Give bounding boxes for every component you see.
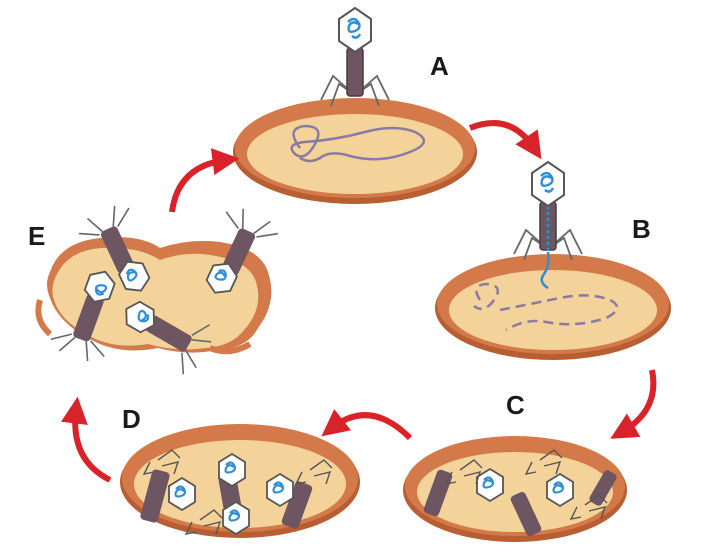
stage-label-c: C xyxy=(506,390,525,420)
bacteriophage-injecting xyxy=(513,160,583,290)
arrow-d-to-e xyxy=(60,396,112,483)
arrow-a-to-b xyxy=(468,120,542,160)
stage-c: C xyxy=(403,390,627,542)
bacterium-cell-b xyxy=(435,254,671,360)
assembled-phages xyxy=(140,449,333,536)
arrow-b-to-c xyxy=(610,369,657,439)
arrow-c-to-d xyxy=(321,409,413,441)
released-phages xyxy=(50,205,278,375)
phage-components xyxy=(423,449,617,537)
stage-d: D xyxy=(120,404,360,538)
fragmented-dna xyxy=(473,282,619,332)
stage-label-b: B xyxy=(632,214,651,244)
stage-e: E xyxy=(28,205,278,375)
stage-label-a: A xyxy=(430,51,449,81)
stage-a: A xyxy=(233,6,477,204)
cycle-arrows xyxy=(60,120,657,483)
stage-label-e: E xyxy=(28,221,45,251)
injected-viral-dna xyxy=(540,251,550,290)
bacterium-cell-a xyxy=(233,98,477,204)
bacteriophage xyxy=(320,6,390,107)
bacterium-cell-c xyxy=(403,436,627,542)
stage-label-d: D xyxy=(122,404,141,434)
stage-b: B xyxy=(435,160,671,360)
bacterial-dna xyxy=(290,124,425,163)
arrow-e-to-a xyxy=(169,148,240,213)
